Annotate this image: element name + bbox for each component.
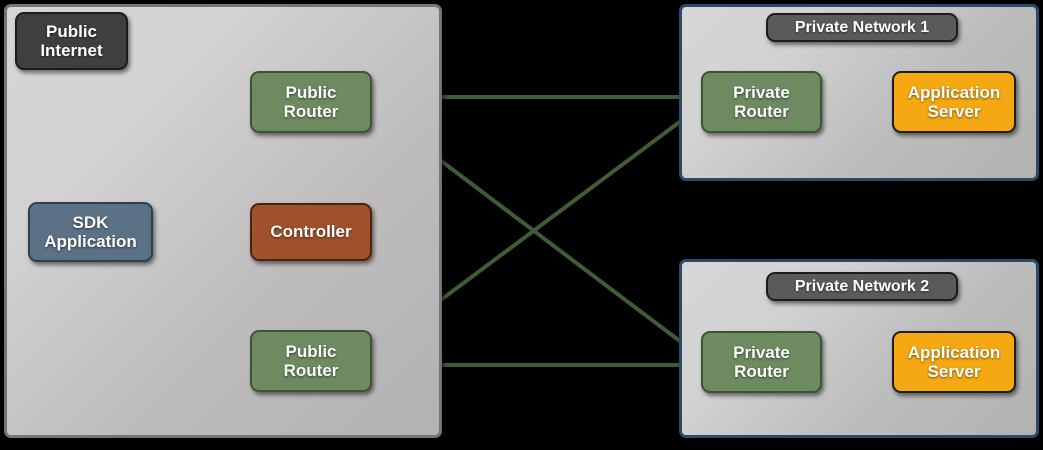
private-router-2-node[interactable]: Private Router	[701, 331, 822, 393]
private-network-2-label: Private Network 2	[766, 272, 958, 301]
application-server-1-node[interactable]: Application Server	[892, 71, 1016, 133]
public-router-top-node[interactable]: Public Router	[250, 71, 372, 133]
private-network-1-label: Private Network 1	[766, 13, 958, 42]
controller-node[interactable]: Controller	[250, 203, 372, 261]
public-router-bottom-node[interactable]: Public Router	[250, 330, 372, 392]
sdk-application-node[interactable]: SDK Application	[28, 202, 153, 262]
private-router-1-node[interactable]: Private Router	[701, 71, 822, 133]
application-server-2-node[interactable]: Application Server	[892, 331, 1016, 393]
public-internet-label: Public Internet	[15, 12, 128, 70]
